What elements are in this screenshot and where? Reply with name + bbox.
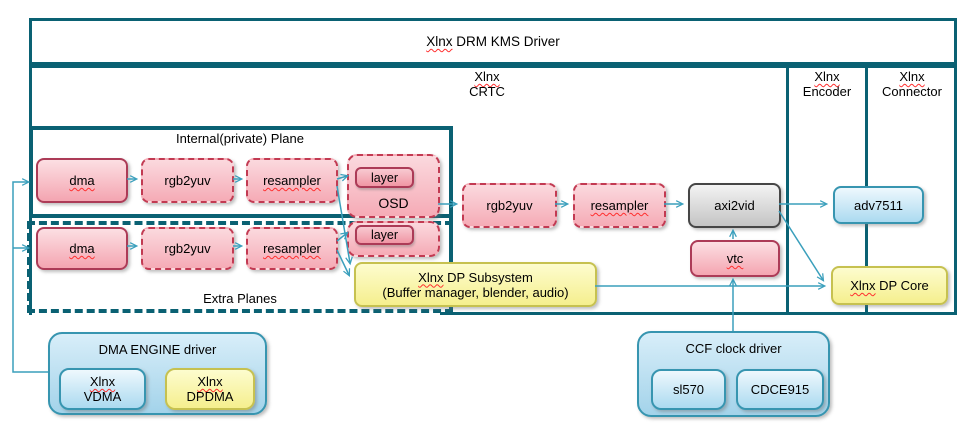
osd-label: OSD <box>378 195 409 211</box>
resampler1-label: resampler <box>263 173 321 188</box>
adv7511-node: adv7511 <box>833 186 924 224</box>
dma1-node: dma <box>36 158 128 203</box>
sl570-label: sl570 <box>672 382 705 397</box>
adv7511-label: adv7511 <box>854 197 903 213</box>
axi2vid-label: axi2vid <box>714 198 755 213</box>
ccf-container: CCF clock driver sl570 CDCE915 <box>637 331 830 417</box>
resampler1-node: resampler <box>246 158 338 203</box>
dp-core-node: Xlnx DP Core <box>831 266 948 305</box>
resampler3-node: resampler <box>573 183 666 228</box>
vtc-label: vtc <box>726 251 744 266</box>
extra-planes-label: Extra Planes <box>203 291 277 306</box>
extra-layer-box: layer <box>347 221 440 257</box>
internal-plane-box <box>29 126 453 218</box>
layer2-label: layer <box>370 228 399 242</box>
dp-core-label: Xlnx DP Core <box>850 278 929 293</box>
vtc-node: vtc <box>690 240 780 277</box>
dp-subsystem-node: Xlnx DP Subsystem(Buffer manager, blende… <box>354 262 597 307</box>
rgb2yuv2-label: rgb2yuv <box>164 241 211 256</box>
rgb2yuv1-label: rgb2yuv <box>164 173 211 188</box>
dp-subsystem-label: Xlnx DP Subsystem(Buffer manager, blende… <box>382 269 569 300</box>
internal-plane-label: Internal(private) Plane <box>176 131 304 146</box>
crtc-encoder-divider <box>786 65 789 315</box>
resampler3-label: resampler <box>590 198 649 213</box>
rgb2yuv3-label: rgb2yuv <box>486 198 533 213</box>
layer1-node: layer <box>355 167 414 188</box>
title-band: Xlnx DRM KMS Driver <box>29 18 957 65</box>
sl570-node: sl570 <box>651 369 726 410</box>
cdce915-label: CDCE915 <box>750 382 810 397</box>
axi2vid-node: axi2vid <box>688 183 781 228</box>
ccf-title: CCF clock driver <box>685 340 782 356</box>
resampler2-label: resampler <box>263 241 321 256</box>
layer2-node: layer <box>355 225 414 245</box>
main-body-bottom-border <box>440 312 954 315</box>
dma2-node: dma <box>36 227 128 270</box>
layer1-label: layer <box>370 170 399 185</box>
dma-engine-title: DMA ENGINE driver <box>98 341 217 357</box>
resampler2-node: resampler <box>246 227 338 270</box>
cdce915-node: CDCE915 <box>736 369 824 410</box>
dma2-label: dma <box>69 241 95 256</box>
rgb2yuv2-node: rgb2yuv <box>141 227 234 270</box>
diagram-title: Xlnx DRM KMS Driver <box>426 34 560 49</box>
osd-box: layer OSD <box>347 154 440 218</box>
rgb2yuv3-node: rgb2yuv <box>462 183 557 228</box>
rgb2yuv1-node: rgb2yuv <box>141 158 234 203</box>
dma1-label: dma <box>69 173 95 188</box>
